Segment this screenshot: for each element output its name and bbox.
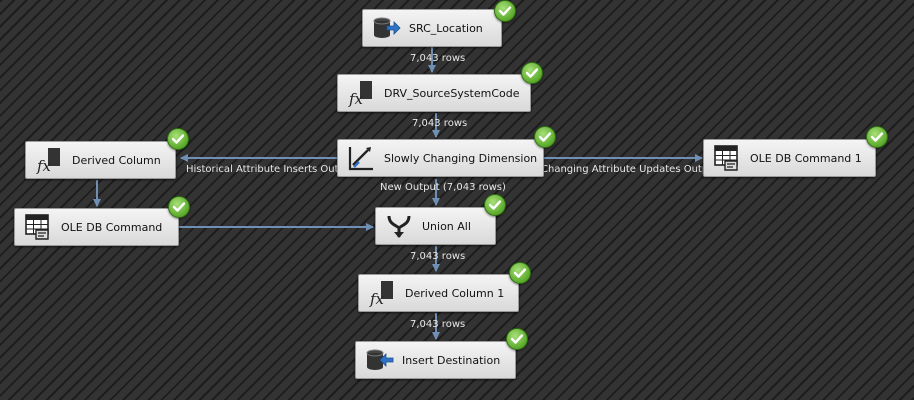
fx-derived-column-icon: fx bbox=[367, 278, 397, 308]
node-label: Slowly Changing Dimension bbox=[384, 151, 538, 165]
success-check-icon bbox=[168, 196, 190, 218]
slowly-changing-dimension-icon bbox=[346, 143, 376, 173]
success-check-icon bbox=[484, 194, 506, 216]
node-label: Derived Column bbox=[72, 153, 161, 167]
success-check-icon bbox=[506, 328, 528, 350]
node-label: Derived Column 1 bbox=[405, 286, 505, 300]
database-source-icon bbox=[371, 13, 401, 43]
slowly-changing-dimension-node[interactable]: Slowly Changing Dimension bbox=[337, 139, 544, 177]
success-check-icon bbox=[521, 62, 543, 84]
success-check-icon bbox=[509, 262, 531, 284]
fx-derived-column-icon: fx bbox=[34, 145, 64, 175]
derived-column-1-node[interactable]: fx Derived Column 1 bbox=[358, 274, 519, 312]
drv-source-system-code-node[interactable]: fx DRV_SourceSystemCode bbox=[337, 74, 531, 112]
fx-derived-column-icon: fx bbox=[346, 78, 376, 108]
ole-db-command-icon bbox=[712, 143, 742, 173]
flow-label-changing[interactable]: Changing Attribute Updates Output bbox=[541, 164, 719, 175]
success-check-icon bbox=[866, 126, 888, 148]
svg-text:fx: fx bbox=[348, 90, 364, 108]
flow-label-union-to-derived1: 7,043 rows bbox=[410, 251, 466, 262]
success-check-icon bbox=[534, 126, 556, 148]
success-check-icon bbox=[494, 0, 516, 22]
insert-destination-node[interactable]: Insert Destination bbox=[355, 341, 516, 379]
node-label: Union All bbox=[422, 219, 471, 233]
ole-db-command-node[interactable]: OLE DB Command bbox=[14, 208, 179, 246]
ole-db-command-icon bbox=[23, 212, 53, 242]
svg-text:fx: fx bbox=[36, 157, 52, 175]
flow-label-src-to-drv: 7,043 rows bbox=[410, 53, 466, 64]
node-label: Insert Destination bbox=[402, 353, 501, 367]
union-all-node[interactable]: Union All bbox=[375, 207, 496, 245]
union-all-icon bbox=[384, 211, 414, 241]
success-check-icon bbox=[167, 128, 189, 150]
ole-db-command-1-node[interactable]: OLE DB Command 1 bbox=[703, 139, 876, 177]
node-label: DRV_SourceSystemCode bbox=[384, 86, 520, 100]
node-label: OLE DB Command 1 bbox=[750, 151, 862, 165]
src-location-node[interactable]: SRC_Location bbox=[362, 9, 502, 47]
flow-label-historical[interactable]: Historical Attribute Inserts Output bbox=[186, 164, 356, 175]
node-label: OLE DB Command bbox=[61, 220, 163, 234]
svg-text:fx: fx bbox=[369, 290, 385, 308]
derived-column-node[interactable]: fx Derived Column bbox=[25, 141, 176, 179]
flow-label-new-output[interactable]: New Output (7,043 rows) bbox=[380, 182, 506, 193]
flow-label-derived1-to-dest: 7,043 rows bbox=[410, 319, 466, 330]
database-destination-icon bbox=[364, 345, 394, 375]
node-label: SRC_Location bbox=[409, 21, 483, 35]
flow-label-drv-to-scd: 7,043 rows bbox=[412, 118, 468, 129]
